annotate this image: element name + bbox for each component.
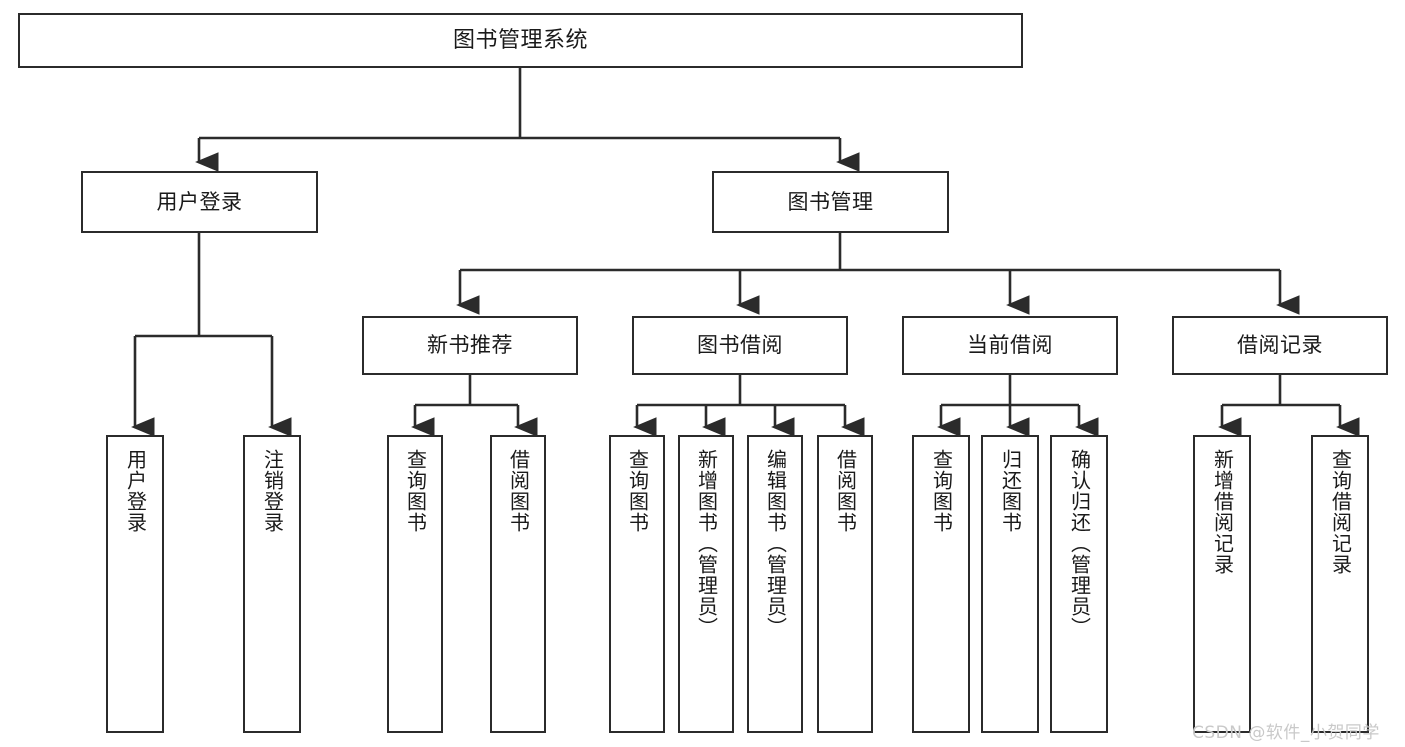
node-root-book-management-system[interactable]: 图书管理系统 bbox=[18, 13, 1023, 68]
node-book-borrowing[interactable]: 图书借阅 bbox=[632, 316, 848, 375]
node-label: 图书借阅 bbox=[697, 333, 783, 358]
leaf-query-borrow-record[interactable]: 查询借阅记录 bbox=[1311, 435, 1369, 733]
leaf-borrow-books-new-recommendation[interactable]: 借阅图书 bbox=[490, 435, 546, 733]
leaf-confirm-return-admin[interactable]: 确认归还（管理员） bbox=[1050, 435, 1108, 733]
node-label: 借阅图书 bbox=[506, 449, 531, 533]
leaf-query-books-new-recommendation[interactable]: 查询图书 bbox=[387, 435, 443, 733]
node-label: 图书管理 bbox=[787, 189, 874, 214]
csdn-watermark: CSDN @软件_小贺同学 bbox=[1192, 718, 1380, 743]
node-label: 图书管理系统 bbox=[452, 27, 588, 53]
node-label: 查询图书 bbox=[625, 449, 650, 533]
leaf-borrow-books-borrowing[interactable]: 借阅图书 bbox=[817, 435, 873, 733]
leaf-query-books-borrowing[interactable]: 查询图书 bbox=[609, 435, 665, 733]
node-label: 用户登录 bbox=[123, 449, 148, 533]
node-label: 编辑图书（管理员） bbox=[763, 449, 788, 638]
node-new-book-recommendation[interactable]: 新书推荐 bbox=[362, 316, 578, 375]
leaf-add-book-admin[interactable]: 新增图书（管理员） bbox=[678, 435, 734, 733]
watermark-text: CSDN @软件_小贺同学 bbox=[1192, 723, 1380, 743]
leaf-return-books[interactable]: 归还图书 bbox=[981, 435, 1039, 733]
node-label: 借阅图书 bbox=[833, 449, 858, 533]
node-label: 用户登录 bbox=[156, 189, 243, 214]
node-label: 当前借阅 bbox=[967, 333, 1053, 358]
leaf-user-login[interactable]: 用户登录 bbox=[106, 435, 164, 733]
node-label: 借阅记录 bbox=[1237, 333, 1323, 358]
node-book-management[interactable]: 图书管理 bbox=[712, 171, 949, 233]
node-label: 查询图书 bbox=[929, 449, 954, 533]
node-label: 新书推荐 bbox=[427, 333, 513, 358]
node-label: 查询图书 bbox=[403, 449, 428, 533]
node-user-login[interactable]: 用户登录 bbox=[81, 171, 318, 233]
node-label: 注销登录 bbox=[260, 449, 285, 533]
node-label: 归还图书 bbox=[998, 449, 1023, 533]
node-label: 新增图书（管理员） bbox=[694, 449, 719, 638]
leaf-query-books-current[interactable]: 查询图书 bbox=[912, 435, 970, 733]
node-label: 新增借阅记录 bbox=[1210, 449, 1235, 575]
node-label: 查询借阅记录 bbox=[1328, 449, 1353, 575]
leaf-add-borrow-record[interactable]: 新增借阅记录 bbox=[1193, 435, 1251, 733]
leaf-edit-book-admin[interactable]: 编辑图书（管理员） bbox=[747, 435, 803, 733]
node-borrowing-records[interactable]: 借阅记录 bbox=[1172, 316, 1388, 375]
node-label: 确认归还（管理员） bbox=[1067, 449, 1092, 638]
node-current-borrowing[interactable]: 当前借阅 bbox=[902, 316, 1118, 375]
leaf-logout[interactable]: 注销登录 bbox=[243, 435, 301, 733]
